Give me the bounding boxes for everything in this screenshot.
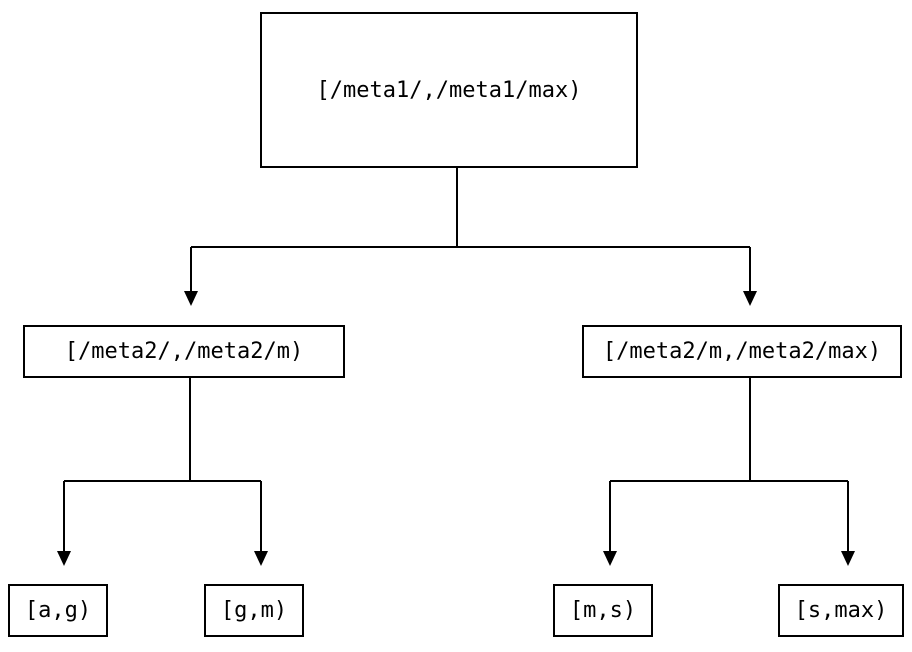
edge-line (63, 378, 262, 553)
arrowhead (603, 551, 617, 566)
edge-line (190, 168, 751, 293)
node-leaf-ag-label: [a,g) (24, 598, 92, 623)
node-meta2-high-label: [/meta2/m,/meta2/max) (602, 339, 882, 364)
edge-root-to-children (184, 168, 757, 306)
node-meta2-low-label: [/meta2/,/meta2/m) (64, 339, 304, 364)
arrowhead (254, 551, 268, 566)
node-root-label: [/meta1/,/meta1/max) (316, 77, 582, 103)
edge-meta2-high-to-children (603, 378, 855, 566)
arrowhead (841, 551, 855, 566)
node-leaf-gm-label: [g,m) (220, 598, 288, 623)
arrowhead (743, 291, 757, 306)
arrowhead (57, 551, 71, 566)
node-leaf-ms: [m,s) (553, 584, 653, 637)
node-root: [/meta1/,/meta1/max) (260, 12, 638, 168)
node-meta2-high: [/meta2/m,/meta2/max) (582, 325, 902, 378)
node-leaf-gm: [g,m) (204, 584, 304, 637)
node-leaf-smax: [s,max) (778, 584, 904, 637)
node-leaf-ag: [a,g) (8, 584, 108, 637)
node-leaf-smax-label: [s,max) (794, 598, 888, 623)
arrowhead (184, 291, 198, 306)
edge-meta2-low-to-children (57, 378, 268, 566)
node-meta2-low: [/meta2/,/meta2/m) (23, 325, 345, 378)
edge-line (609, 378, 849, 553)
node-leaf-ms-label: [m,s) (569, 598, 637, 623)
